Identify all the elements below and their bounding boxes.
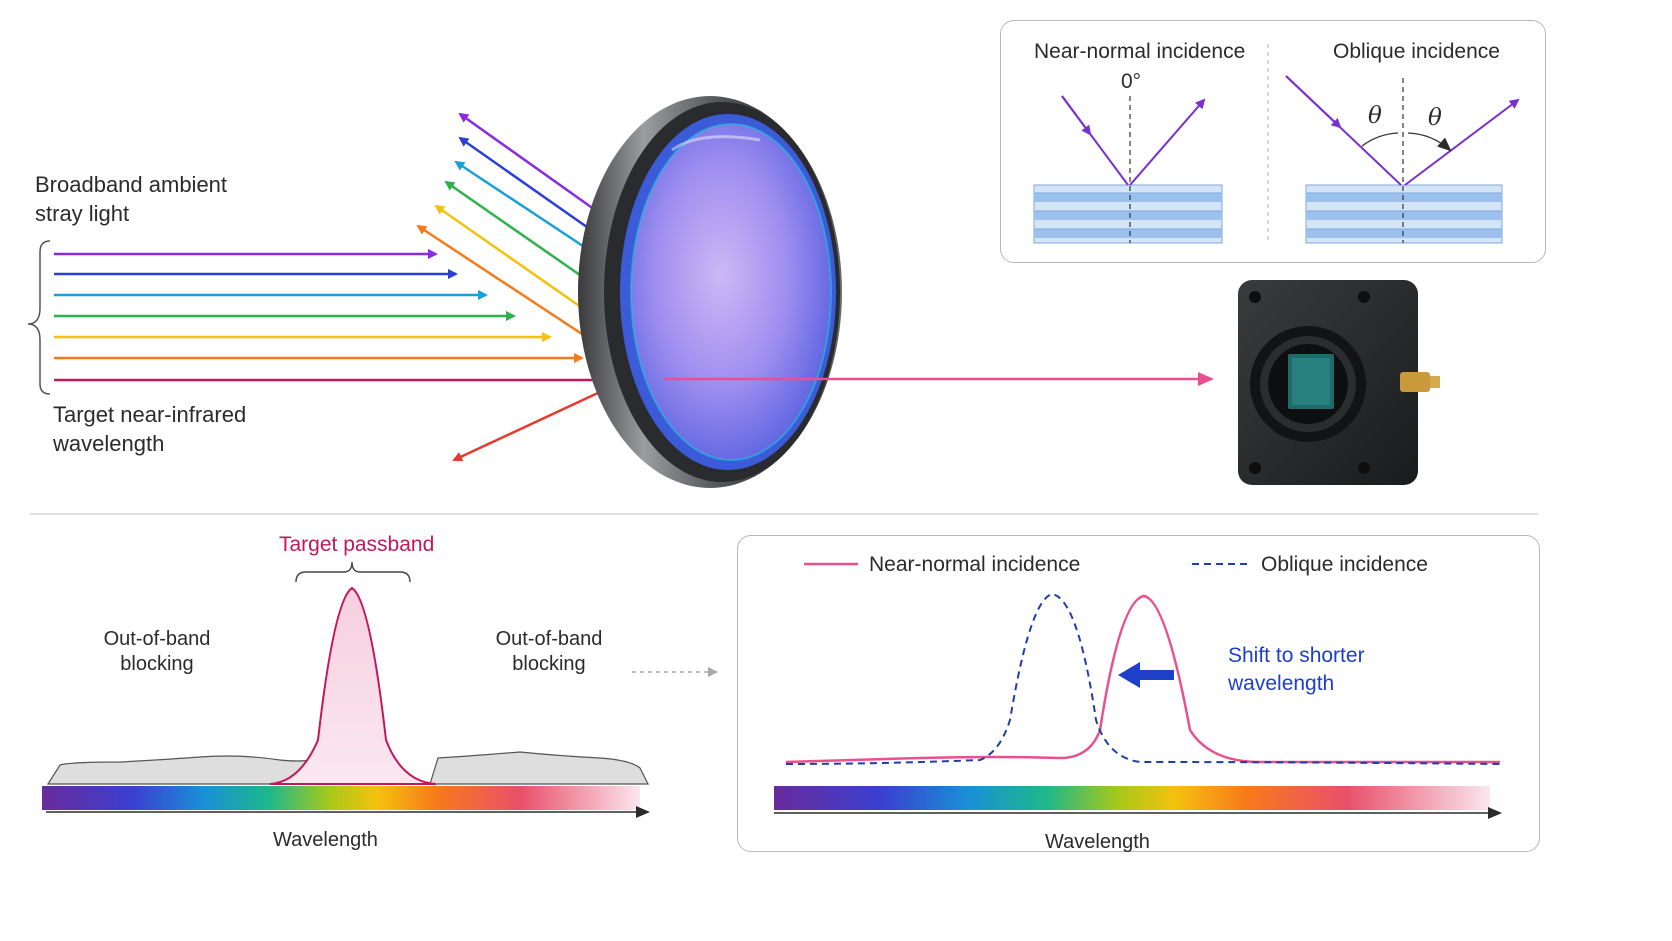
- reflected-ray-red: [452, 390, 601, 462]
- angle-shift-plot: [774, 562, 1502, 819]
- reflected-ray-violet: [458, 112, 599, 214]
- theta-arc-right: [1407, 132, 1452, 152]
- blocking-left-label: Out-of-band blocking: [103, 628, 211, 675]
- oblique-reflected-ray: [1404, 98, 1520, 186]
- stray-light-label: Broadband ambient stray light: [35, 172, 228, 226]
- blocking-right-label: Out-of-band blocking: [495, 628, 603, 675]
- theta-right-label: θ: [1428, 105, 1442, 131]
- spectrum-bar: [774, 786, 1490, 810]
- passband-label: Target passband: [279, 533, 435, 556]
- thin-film-stack-icon: [1305, 184, 1503, 244]
- shift-inset-panel: [737, 535, 1540, 852]
- camera-sensor-icon: [1238, 280, 1440, 485]
- wavelength-axis-label: Wavelength: [1045, 831, 1150, 853]
- legend-oblique-label: Oblique incidence: [1261, 553, 1428, 576]
- legend-near-label: Near-normal incidence: [869, 553, 1081, 576]
- reflected-ray-blue: [458, 136, 595, 234]
- stray-light-brace: [27, 240, 51, 395]
- oblique-title: Oblique incidence: [1333, 40, 1500, 63]
- reflected-rays: [416, 112, 601, 462]
- incidence-inset-panel: [1000, 20, 1546, 263]
- reflected-ray-cyan: [454, 160, 593, 254]
- spectrum-bar: [42, 786, 640, 810]
- passband-brace: [295, 561, 411, 583]
- theta-arc-left: [1361, 132, 1399, 147]
- shift-label: Shift to shorter wavelength: [1228, 644, 1365, 695]
- wavelength-axis-label: Wavelength: [273, 829, 378, 851]
- incident-rays: [54, 249, 600, 382]
- target-passband-curve: [269, 586, 437, 785]
- near-normal-reflected-ray: [1129, 98, 1206, 186]
- reflected-ray-green: [444, 180, 591, 284]
- bandpass-filter-icon: [578, 96, 842, 488]
- theta-left-label: θ: [1368, 103, 1382, 129]
- target-wavelength-label: Target near-infrared wavelength: [53, 402, 247, 456]
- oblique-curve: [785, 592, 1501, 765]
- shift-arrowhead: [1118, 662, 1140, 688]
- incidence-geometry: [1061, 44, 1520, 243]
- reflected-ray-orange: [416, 224, 589, 340]
- passband-spectrum-plot: [42, 561, 650, 818]
- angle-zero-label: 0°: [1121, 70, 1142, 93]
- reflected-ray-yellow: [434, 204, 589, 314]
- near-normal-title: Near-normal incidence: [1034, 40, 1246, 63]
